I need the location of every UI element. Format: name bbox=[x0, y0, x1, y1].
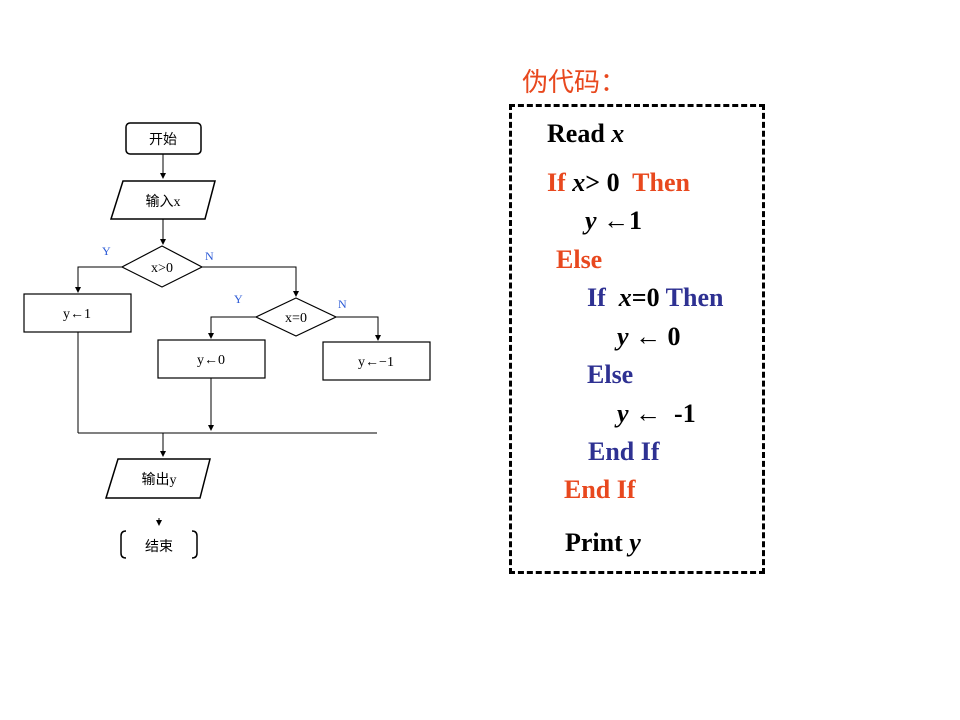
assign3-label: y←−1 bbox=[358, 355, 394, 370]
flow-arrow bbox=[336, 316, 381, 341]
code-line-print: Print y bbox=[565, 528, 641, 557]
cond1-label: x>0 bbox=[151, 261, 173, 276]
no-label: N bbox=[205, 249, 214, 263]
yes-label: Y bbox=[102, 244, 111, 258]
code-line-if1: If x> 0 Then bbox=[547, 168, 690, 197]
input-node: 输入x bbox=[109, 180, 216, 220]
code-line-assign1: y ←1 bbox=[585, 206, 643, 235]
assign2-label: y←0 bbox=[197, 353, 225, 368]
end-label: 结束 bbox=[145, 539, 173, 555]
output-label: 输出y bbox=[142, 472, 177, 488]
pseudocode-title: 伪代码： bbox=[522, 68, 627, 98]
code-line-assign2: y ← 0 bbox=[617, 322, 681, 351]
output-node: 输出y bbox=[104, 458, 211, 499]
code-line-else1: Else bbox=[556, 245, 603, 274]
code-line-endif1: End If bbox=[564, 475, 636, 504]
input-label: 输入x bbox=[146, 194, 181, 210]
code-line-assign3: y ← -1 bbox=[617, 399, 696, 428]
flow-arrow bbox=[208, 316, 256, 339]
start-label: 开始 bbox=[149, 132, 177, 148]
pseudocode-box bbox=[509, 104, 765, 574]
assign-y-1: y←1 bbox=[23, 293, 132, 333]
flow-arrow bbox=[75, 266, 122, 293]
cond2-label: x=0 bbox=[285, 311, 307, 326]
assign-y-neg1: y←−1 bbox=[322, 341, 431, 381]
start-node: 开始 bbox=[125, 122, 202, 155]
assign-y-0: y←0 bbox=[157, 339, 266, 379]
code-line-if2: If x=0 Then bbox=[587, 283, 724, 312]
decision-x-gt-0: x>0 bbox=[120, 245, 204, 288]
code-line-read: Read x bbox=[547, 119, 625, 148]
code-line-endif2: End If bbox=[588, 437, 660, 466]
decision-x-eq-0: x=0 bbox=[254, 297, 338, 337]
end-node: 结束 bbox=[120, 530, 198, 559]
flow-arrow bbox=[202, 266, 299, 297]
yes-label: Y bbox=[234, 292, 243, 306]
assign1-label: y←1 bbox=[63, 307, 91, 322]
no-label: N bbox=[338, 297, 347, 311]
code-line-else2: Else bbox=[587, 360, 634, 389]
